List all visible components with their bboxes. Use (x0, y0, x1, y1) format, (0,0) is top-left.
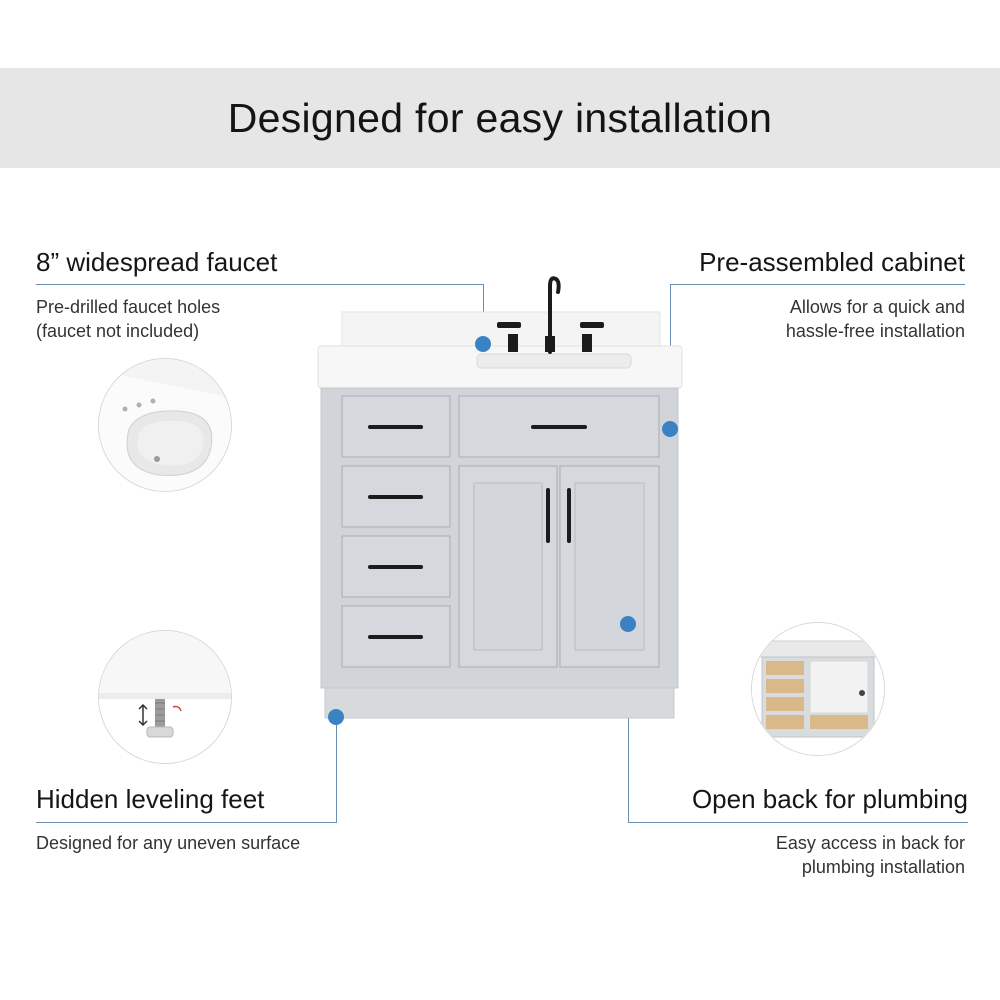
cabinet-heading: Pre-assembled cabinet (699, 247, 965, 277)
plumbing-callout-dot (620, 616, 636, 632)
cabinet-doors (458, 465, 660, 668)
feet-detail-image (98, 630, 232, 764)
feet-heading: Hidden leveling feet (36, 784, 265, 814)
feet-callout-dot (328, 709, 344, 725)
vanity-illustration (317, 276, 683, 719)
faucet-callout-dot (475, 336, 491, 352)
leveling-foot-icon (99, 631, 231, 763)
title-banner (0, 68, 1000, 168)
sink-detail-image (98, 358, 232, 492)
sink-rim (476, 353, 632, 369)
faucet-heading: 8” widespread faucet (36, 247, 278, 277)
cabinet-subtitle: Allows for a quick and hassle-free insta… (785, 297, 965, 341)
faucet-leader-line (36, 284, 484, 285)
feet-leader-line (36, 822, 337, 823)
plumbing-subtitle: Easy access in back for plumbing install… (775, 833, 965, 877)
open-back-detail-image (751, 622, 885, 756)
page-title: Designed for easy installation (227, 95, 773, 141)
feet-subtitle: Designed for any uneven surface (36, 833, 301, 853)
faucet-icon (497, 276, 604, 354)
feet-leader-drop (336, 718, 337, 822)
cabinet-leader-line (670, 284, 965, 285)
drawer-stack (341, 395, 451, 668)
plumbing-heading: Open back for plumbing (691, 784, 968, 814)
plumbing-leader-line (628, 822, 968, 823)
cabinet-callout-dot (662, 421, 678, 437)
plumbing-leader-drop (628, 624, 629, 822)
faucet-subtitle: Pre-drilled faucet holes (faucet not inc… (36, 297, 221, 341)
cabinet-toe-kick (324, 687, 675, 719)
open-back-icon (752, 623, 884, 755)
sink-closeup-icon (99, 359, 231, 491)
